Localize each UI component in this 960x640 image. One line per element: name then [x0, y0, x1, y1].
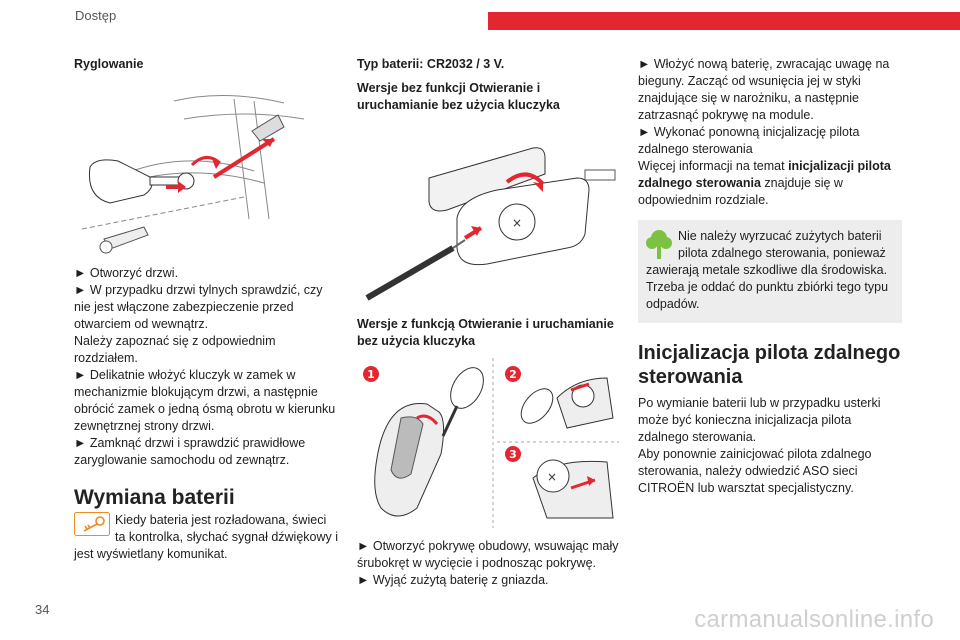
- column-right: ► Włożyć nową baterię, zwracając uwagę n…: [638, 56, 902, 497]
- environment-note-text: Nie należy wyrzucać zużytych baterii pil…: [646, 229, 889, 311]
- battery-warning-text: Kiedy bateria jest rozładowana, świeci t…: [74, 513, 339, 561]
- step-close-door: ► Zamknąć drzwi i sprawdzić prawidłowe z…: [74, 436, 306, 467]
- key-warning-icon: [74, 512, 110, 536]
- heading-locking: Ryglowanie: [74, 57, 144, 71]
- key-lock-illustration: [81, 94, 305, 254]
- step-open-door: ► Otworzyć drzwi.: [74, 266, 179, 280]
- header-accent-bar: [488, 12, 960, 30]
- callout-1: 1: [367, 368, 375, 381]
- note-see-chapter: Należy zapoznać się z odpowiednim rozdzi…: [74, 334, 276, 365]
- step-insert-new-battery: ► Włożyć nową baterię, zwracając uwagę n…: [638, 57, 890, 122]
- more-info-suffix: znajduje się w odpowiednim rozdziale.: [638, 176, 843, 207]
- tree-icon: [646, 230, 672, 259]
- more-info-prefix: Więcej informacji na temat: [638, 159, 789, 173]
- callout-3: 3: [509, 448, 517, 461]
- environment-note: Nie należy wyrzucać zużytych baterii pil…: [638, 220, 902, 323]
- svg-text:×: ×: [547, 470, 557, 484]
- more-info-bold: inicjalizacji pilota zdalnego sterowania: [638, 159, 891, 190]
- key-battery-illustration: ×: [365, 147, 616, 301]
- callout-2: 2: [509, 368, 517, 381]
- watermark: carmanualsonline.info: [694, 606, 934, 633]
- heading-battery-replacement: Wymiana baterii: [74, 486, 235, 509]
- header-title: Dostęp: [75, 8, 117, 23]
- heading-remote-initialization: Inicjalizacja pilota zdalnego sterowania: [638, 342, 901, 388]
- page-number: 34: [35, 602, 50, 617]
- column-middle: Typ baterii: CR2032 / 3 V. Wersje bez fu…: [357, 56, 619, 589]
- initialization-paragraph-2: Aby ponownie zainicjować pilota zdalnego…: [638, 447, 872, 495]
- svg-text:×: ×: [512, 216, 522, 230]
- heading-without-keyless: Wersje bez funkcji Otwieranie i uruchami…: [357, 81, 560, 112]
- step-open-cover: ► Otworzyć pokrywę obudowy, wsuwając mał…: [357, 539, 619, 570]
- step-remove-battery: ► Wyjąć zużytą baterię z gniazda.: [357, 573, 549, 587]
- step-check-rear-doors: ► W przypadku drzwi tylnych sprawdzić, c…: [74, 283, 323, 331]
- initialization-paragraph-1: Po wymianie baterii lub w przypadku uste…: [638, 396, 881, 444]
- keyless-battery-illustration: 1 2 3 ×: [363, 358, 619, 528]
- step-reinitialize: ► Wykonać ponowną inicjalizację pilota z…: [638, 125, 860, 156]
- battery-type: Typ baterii: CR2032 / 3 V.: [357, 57, 505, 71]
- step-insert-key: ► Delikatnie włożyć kluczyk w zamek w me…: [74, 368, 336, 433]
- more-info-text: Więcej informacji na temat inicjalizacji…: [638, 158, 902, 209]
- column-left: Ryglowanie ► Otworzyć drzwi. ► W przypad…: [74, 56, 340, 563]
- heading-with-keyless: Wersje z funkcją Otwieranie i uruchamian…: [357, 317, 614, 348]
